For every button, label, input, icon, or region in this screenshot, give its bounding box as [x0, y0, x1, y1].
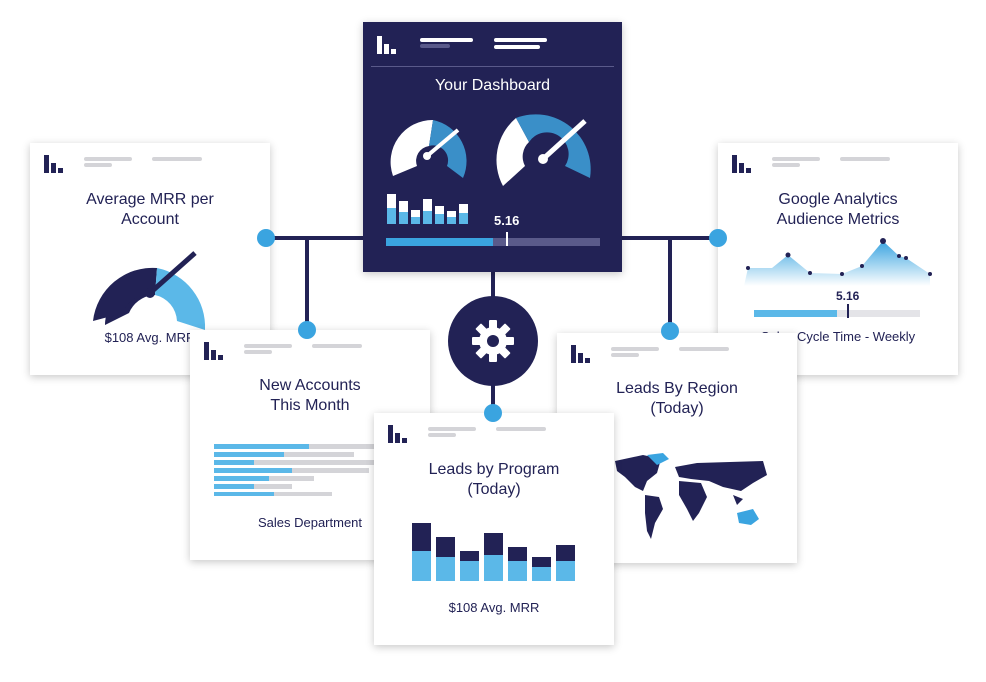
- logo-icon: [44, 155, 64, 173]
- logo-icon: [204, 342, 224, 360]
- gauge-chart: [93, 251, 206, 330]
- logo-icon: [377, 36, 397, 54]
- card-caption: $108 Avg. MRR: [448, 600, 540, 615]
- card-title: New Accounts: [259, 377, 361, 394]
- mini-bar-chart: [387, 194, 468, 224]
- card-caption: $108 Avg. MRR: [104, 330, 196, 345]
- program-card[interactable]: Leads by Program (Today) $108 Avg. MRR: [374, 413, 614, 645]
- card-caption: Sales Department: [257, 515, 363, 530]
- card-title: Leads By Region: [616, 380, 738, 397]
- area-chart: [744, 238, 932, 286]
- gauges: [390, 114, 591, 186]
- card-title: Google Analytics: [778, 191, 898, 208]
- progress-bar: [754, 304, 920, 318]
- bar-list-chart: [214, 444, 404, 496]
- progress-bar: [386, 232, 600, 246]
- card-title: (Today): [467, 481, 521, 498]
- metric-value: 5.16: [494, 213, 520, 228]
- card-caption: Sales Cycle Time - Weekly: [760, 329, 916, 344]
- card-title: Leads by Program: [428, 461, 560, 478]
- stacked-bar-chart: [412, 523, 575, 581]
- dashboard-title: Your Dashboard: [434, 77, 551, 94]
- gear-button[interactable]: [448, 296, 538, 386]
- logo-icon: [571, 345, 591, 363]
- card-title: This Month: [270, 397, 350, 414]
- world-map: [615, 453, 767, 539]
- metric-value: 5.16: [836, 289, 860, 303]
- card-title: (Today): [650, 400, 704, 417]
- card-title: Account: [121, 211, 179, 228]
- logo-icon: [388, 425, 408, 443]
- card-title: Average MRR per: [86, 191, 214, 208]
- dashboard-card[interactable]: Your Dashboard 5.16: [363, 22, 622, 272]
- logo-icon: [732, 155, 752, 173]
- card-title: Audience Metrics: [776, 211, 900, 228]
- mrr-card[interactable]: Average MRR per Account $108 Avg. MRR: [30, 143, 270, 375]
